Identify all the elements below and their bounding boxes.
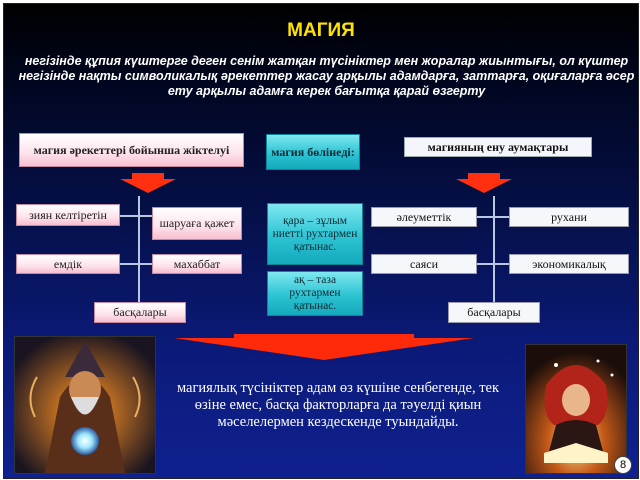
conclusion-text: магиялық түсініктер адам өз күшіне сенбе… (176, 380, 500, 430)
item-right-other: басқалары (448, 302, 540, 323)
wizard-image (14, 336, 156, 474)
item-political: саяси (371, 254, 477, 274)
item-love: махаббат (152, 254, 242, 274)
slide: МАГИЯ негізінде құпия күштерге деген сен… (3, 3, 639, 479)
right-connector-2 (477, 263, 511, 265)
right-connector-1 (477, 216, 511, 218)
item-spiritual: рухани (509, 207, 629, 227)
item-household: шаруаға қажет (152, 207, 242, 240)
item-social: әлеуметтік (371, 207, 477, 227)
left-connector-1 (120, 215, 154, 217)
right-arrow (456, 179, 512, 193)
definition-text: негізінде құпия күштерге деген сенім жат… (18, 54, 635, 98)
left-connector-2 (120, 263, 154, 265)
witch-book-image (525, 344, 627, 474)
left-vertical-connector (138, 196, 140, 311)
big-arrow-stem (234, 334, 414, 340)
item-economic: экономикалық (509, 254, 629, 274)
big-arrow (174, 338, 474, 360)
left-header: магия әрекеттері бойынша жіктелуі (19, 133, 244, 167)
item-left-other: басқалары (94, 302, 186, 323)
center-header: магия бөлінеді: (266, 134, 360, 170)
left-arrow (120, 179, 176, 193)
left-arrow-stem (132, 173, 164, 179)
right-header: магияның ену аумақтары (404, 137, 592, 157)
item-white-magic: ақ – таза рухтармен қатынас. (267, 271, 363, 316)
page-number: 8 (614, 456, 632, 474)
right-arrow-stem (468, 173, 500, 179)
item-healing: емдік (16, 254, 120, 274)
item-black-magic: қара – зұлым ниетті рухтармен қатынас. (267, 203, 363, 265)
right-vertical-connector (493, 196, 495, 311)
slide-title: МАГИЯ (287, 20, 355, 41)
item-harm: зиян келтіретін (16, 204, 120, 226)
